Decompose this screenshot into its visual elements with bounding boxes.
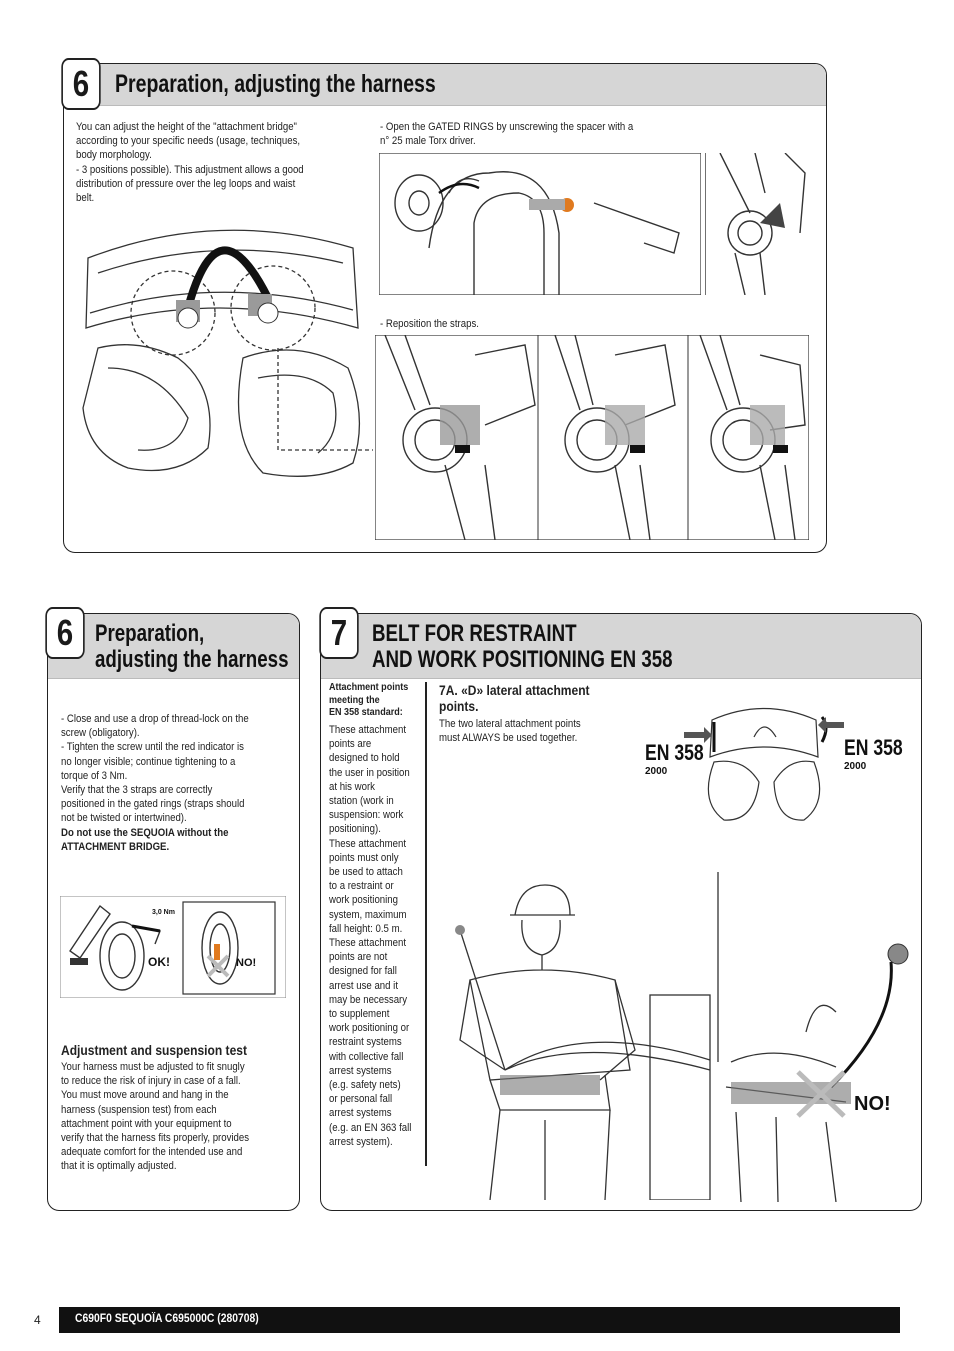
bridge-warning: Do not use the SEQUOIA without the ATTAC… (61, 827, 229, 854)
no-label-small: NO! (236, 957, 256, 969)
lateral-points-text: The two lateral attachment points must A… (439, 718, 581, 745)
gated-rings-text: - Open the GATED RINGS by unscrewing the… (380, 121, 634, 148)
en358-sidebar-text: These attachment points are designed to … (329, 724, 412, 1148)
sidebar-divider (425, 682, 427, 1166)
footer-bar (59, 1307, 900, 1333)
lateral-points-harness (684, 707, 844, 821)
harness-illustration (82, 229, 373, 477)
en358-right-year: 2000 (844, 761, 867, 772)
ok-label: OK! (148, 955, 170, 969)
suspension-test-heading: Adjustment and suspension test (61, 1042, 247, 1058)
thread-lock-instructions: - Close and use a drop of thread-lock on… (61, 713, 249, 825)
section-6-left-header (48, 614, 299, 679)
en358-badge-right: EN 358 2000 (844, 735, 917, 772)
reposition-text: - Reposition the straps. (380, 318, 479, 330)
section-7-header (321, 614, 921, 679)
section-number-7: 7 (330, 612, 348, 653)
section-number: 6 (72, 63, 90, 104)
section-number-badge-left: 6 (45, 607, 85, 659)
suspension-test-text: Your harness must be adjusted to fit snu… (61, 1061, 250, 1173)
section-title-7: BELT FOR RESTRAINT AND WORK POSITIONING … (372, 620, 673, 674)
document-reference: C690F0 SEQUOÏA C695000C (280708) (75, 1313, 259, 1325)
no-fall-arrest-illustration: NO! (717, 872, 909, 1202)
en358-badge-left: EN 358 2000 (645, 740, 718, 777)
intro-text: You can adjust the height of the "attach… (76, 121, 304, 205)
section-number-badge-7: 7 (319, 607, 359, 659)
section-number-left: 6 (56, 612, 74, 653)
gated-ring-closeup (705, 153, 806, 295)
page-number: 4 (34, 1313, 41, 1327)
section-7-panel (320, 613, 922, 1211)
en358-left-label: EN 358 (645, 740, 704, 765)
en358-left-year: 2000 (645, 766, 668, 777)
section-6-top-header (64, 64, 826, 106)
lateral-points-heading: 7A. «D» lateral attachment points. (439, 682, 590, 714)
torque-label: 3,0 Nm (152, 909, 175, 916)
reposition-straps-figures (375, 335, 809, 540)
worker-positioning-illustration (455, 884, 711, 1200)
en358-right-label: EN 358 (844, 735, 903, 760)
no-fall-arrest-label: NO! (854, 1093, 891, 1115)
torx-driver-figure (379, 153, 701, 295)
section-number-badge: 6 (61, 58, 101, 110)
section-title: Preparation, adjusting the harness (115, 70, 436, 98)
torque-figure: 3,0 Nm OK! NO! (60, 896, 286, 998)
en358-sidebar-heading: Attachment points meeting the EN 358 sta… (329, 681, 409, 718)
section-title-left: Preparation, adjusting the harness (95, 620, 289, 674)
